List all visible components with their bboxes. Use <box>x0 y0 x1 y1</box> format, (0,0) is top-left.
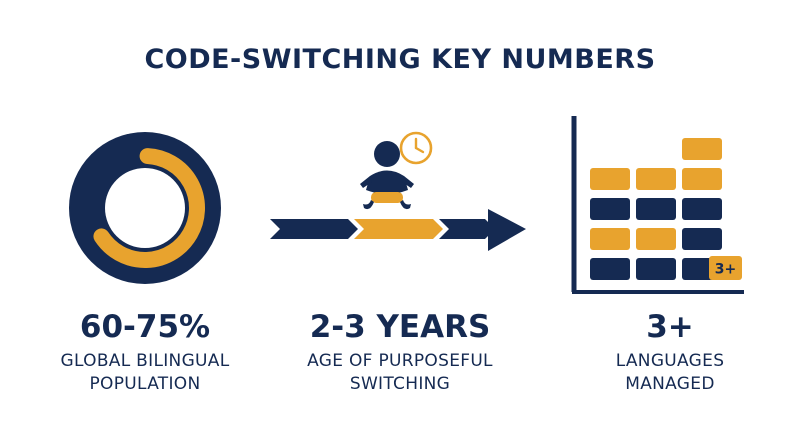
arrow-segment-middle <box>354 219 443 239</box>
chart-block <box>590 198 630 220</box>
stat-label-line2: MANAGED <box>625 374 715 394</box>
arrow-head <box>488 209 526 251</box>
chart-block <box>682 198 722 220</box>
stat-value: 60-75% <box>79 309 211 345</box>
stat-label-line1: AGE OF PURPOSEFUL <box>307 351 493 371</box>
badge: 3+ <box>709 256 742 280</box>
block-chart-icon: 3+ <box>571 116 744 294</box>
stat-label-line2: POPULATION <box>89 374 201 394</box>
stat-label-line1: LANGUAGES <box>615 351 725 371</box>
baby-icon <box>360 141 414 210</box>
donut-chart-icon <box>69 132 221 284</box>
baby-timeline-icon <box>270 131 526 251</box>
stat-age: 2-3 YEARS AGE OF PURPOSEFUL SWITCHING <box>285 308 515 396</box>
stat-value: 3+ <box>646 309 694 345</box>
donut-gold-arc <box>93 148 205 268</box>
badge-text: 3+ <box>715 262 736 278</box>
stat-languages: 3+ LANGUAGES MANAGED <box>555 308 785 396</box>
chart-block <box>590 168 630 190</box>
chart-block <box>636 168 676 190</box>
arrow-segment-left <box>270 219 358 239</box>
chart-block <box>636 258 676 280</box>
chart-block <box>682 228 722 250</box>
chart-block <box>682 138 722 160</box>
chart-block <box>590 258 630 280</box>
clock-icon <box>399 131 433 165</box>
chart-block <box>682 168 722 190</box>
stat-value: 2-3 YEARS <box>309 309 491 345</box>
stat-label-line2: SWITCHING <box>349 374 451 394</box>
donut-hole <box>105 168 185 248</box>
page-title: CODE-SWITCHING KEY NUMBERS <box>144 44 656 75</box>
stat-bilingual: 60-75% GLOBAL BILINGUAL POPULATION <box>30 308 260 396</box>
block-grid <box>590 138 722 280</box>
chart-block <box>636 228 676 250</box>
arrow-segment-right <box>439 219 495 239</box>
chart-block <box>636 198 676 220</box>
chart-block <box>590 228 630 250</box>
stat-label-line1: GLOBAL BILINGUAL <box>60 351 230 371</box>
